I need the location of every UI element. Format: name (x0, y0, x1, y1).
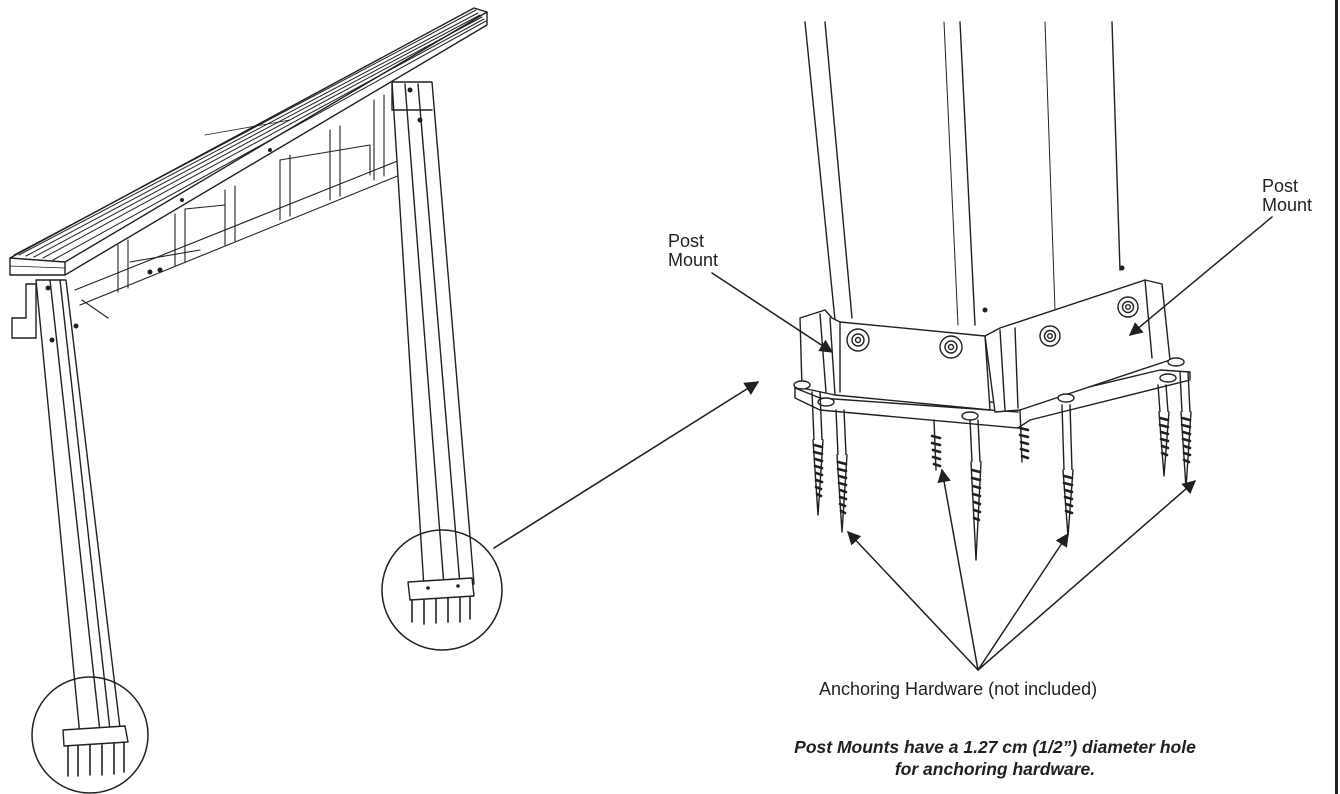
caption-line-1: Post Mounts have a 1.27 cm (1/2”) diamet… (794, 737, 1196, 757)
right-post (391, 81, 475, 589)
arrow-left-post-mount (711, 272, 834, 353)
left-post (11, 279, 121, 737)
zoom-circle-right (381, 529, 503, 651)
post-mount-label-left: Post Mount (668, 231, 719, 270)
zoom-pointer-arrow (493, 381, 760, 549)
post-detail (793, 21, 1192, 561)
truss-bracing (74, 94, 401, 319)
frame-overview (9, 7, 503, 794)
post-mount-label-right: Post Mount (1262, 176, 1313, 215)
leader-arrows (711, 216, 1273, 671)
screw-threads (812, 416, 1192, 522)
right-mount-bracket (984, 279, 1171, 413)
left-mount-bracket (799, 309, 991, 411)
anchoring-hardware-label: Anchoring Hardware (not included) (819, 679, 1098, 699)
top-beam (9, 7, 488, 276)
caption-note: Post Mounts have a 1.27 cm (1/2”) diamet… (735, 736, 1255, 780)
zoom-circle-left (31, 676, 149, 794)
plate-bolt-heads (793, 357, 1185, 421)
frame-border-right (1335, 0, 1338, 794)
arrow-right-post-mount (1128, 216, 1273, 336)
arrow-anchor-1 (847, 531, 979, 671)
bolt-dots (45, 87, 423, 343)
caption-line-2: for anchoring hardware. (894, 759, 1096, 779)
arrow-anchor-3 (977, 532, 1069, 671)
arrow-anchor-4 (977, 480, 1197, 671)
arrow-anchor-2 (937, 468, 979, 671)
